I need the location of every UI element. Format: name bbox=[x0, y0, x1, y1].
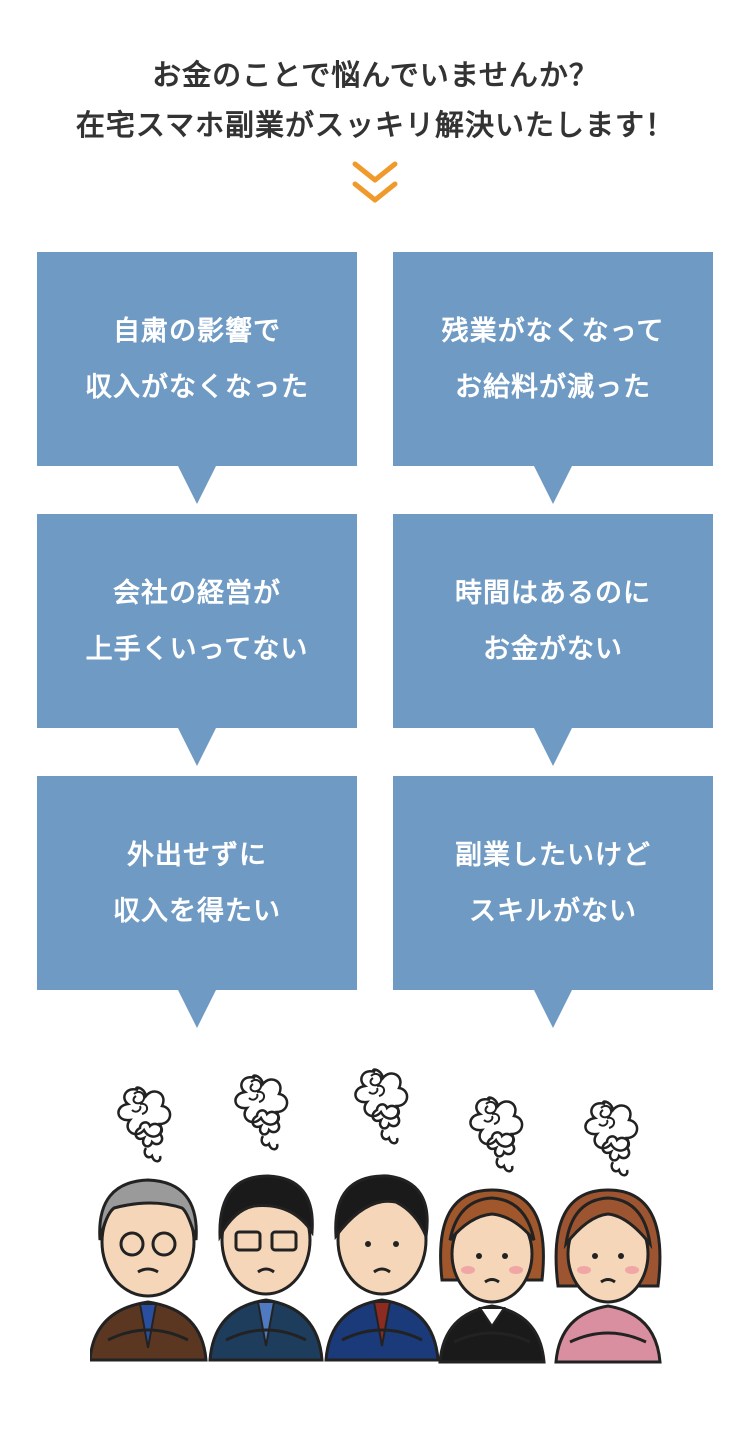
bubble-tail bbox=[178, 990, 216, 1028]
headline-line-1: お金のことで悩んでいませんか？ bbox=[152, 58, 599, 92]
worry-bubble-2: 残業がなくなってお給料が減った bbox=[393, 252, 713, 504]
worry-bubble-1-line-1: 自粛の影響で bbox=[113, 316, 281, 347]
worry-bubble-1-line-2: 収入がなくなった bbox=[85, 372, 309, 403]
headline-line-2: 在宅スマホ副業がスッキリ解決いたします！ bbox=[75, 108, 676, 142]
bubble-tail bbox=[534, 990, 572, 1028]
worry-bubble-3-line-2: 上手くいってない bbox=[85, 634, 309, 665]
worry-bubble-6: 副業したいけどスキルがない bbox=[393, 776, 713, 1028]
worry-bubble-6-line-2: スキルがない bbox=[469, 896, 637, 927]
worry-bubble-5: 外出せずに収入を得たい bbox=[37, 776, 357, 1028]
worry-bubble-4-line-1: 時間はあるのに bbox=[455, 578, 651, 609]
double-chevron-down-icon bbox=[352, 161, 398, 203]
worried-people-illustration bbox=[90, 1068, 662, 1364]
worry-bubble-6-line-1: 副業したいけど bbox=[455, 840, 651, 871]
bubble-tail bbox=[534, 728, 572, 766]
worry-bubble-4-line-2: お金がない bbox=[483, 634, 623, 665]
worry-bubble-1: 自粛の影響で収入がなくなった bbox=[37, 252, 357, 504]
bubble-tail bbox=[178, 728, 216, 766]
worry-bubble-5-line-2: 収入を得たい bbox=[113, 896, 281, 927]
bubble-tail bbox=[178, 466, 216, 504]
worry-bubble-4: 時間はあるのにお金がない bbox=[393, 514, 713, 766]
headline: お金のことで悩んでいませんか？ 在宅スマホ副業がスッキリ解決いたします！ bbox=[0, 50, 751, 150]
worry-bubble-2-line-1: 残業がなくなって bbox=[441, 316, 665, 347]
bubble-tail bbox=[534, 466, 572, 504]
worry-bubble-5-line-1: 外出せずに bbox=[127, 840, 267, 871]
worry-bubble-2-line-2: お給料が減った bbox=[455, 372, 651, 403]
worry-bubble-3: 会社の経営が上手くいってない bbox=[37, 514, 357, 766]
worry-bubble-3-line-1: 会社の経営が bbox=[113, 578, 281, 609]
